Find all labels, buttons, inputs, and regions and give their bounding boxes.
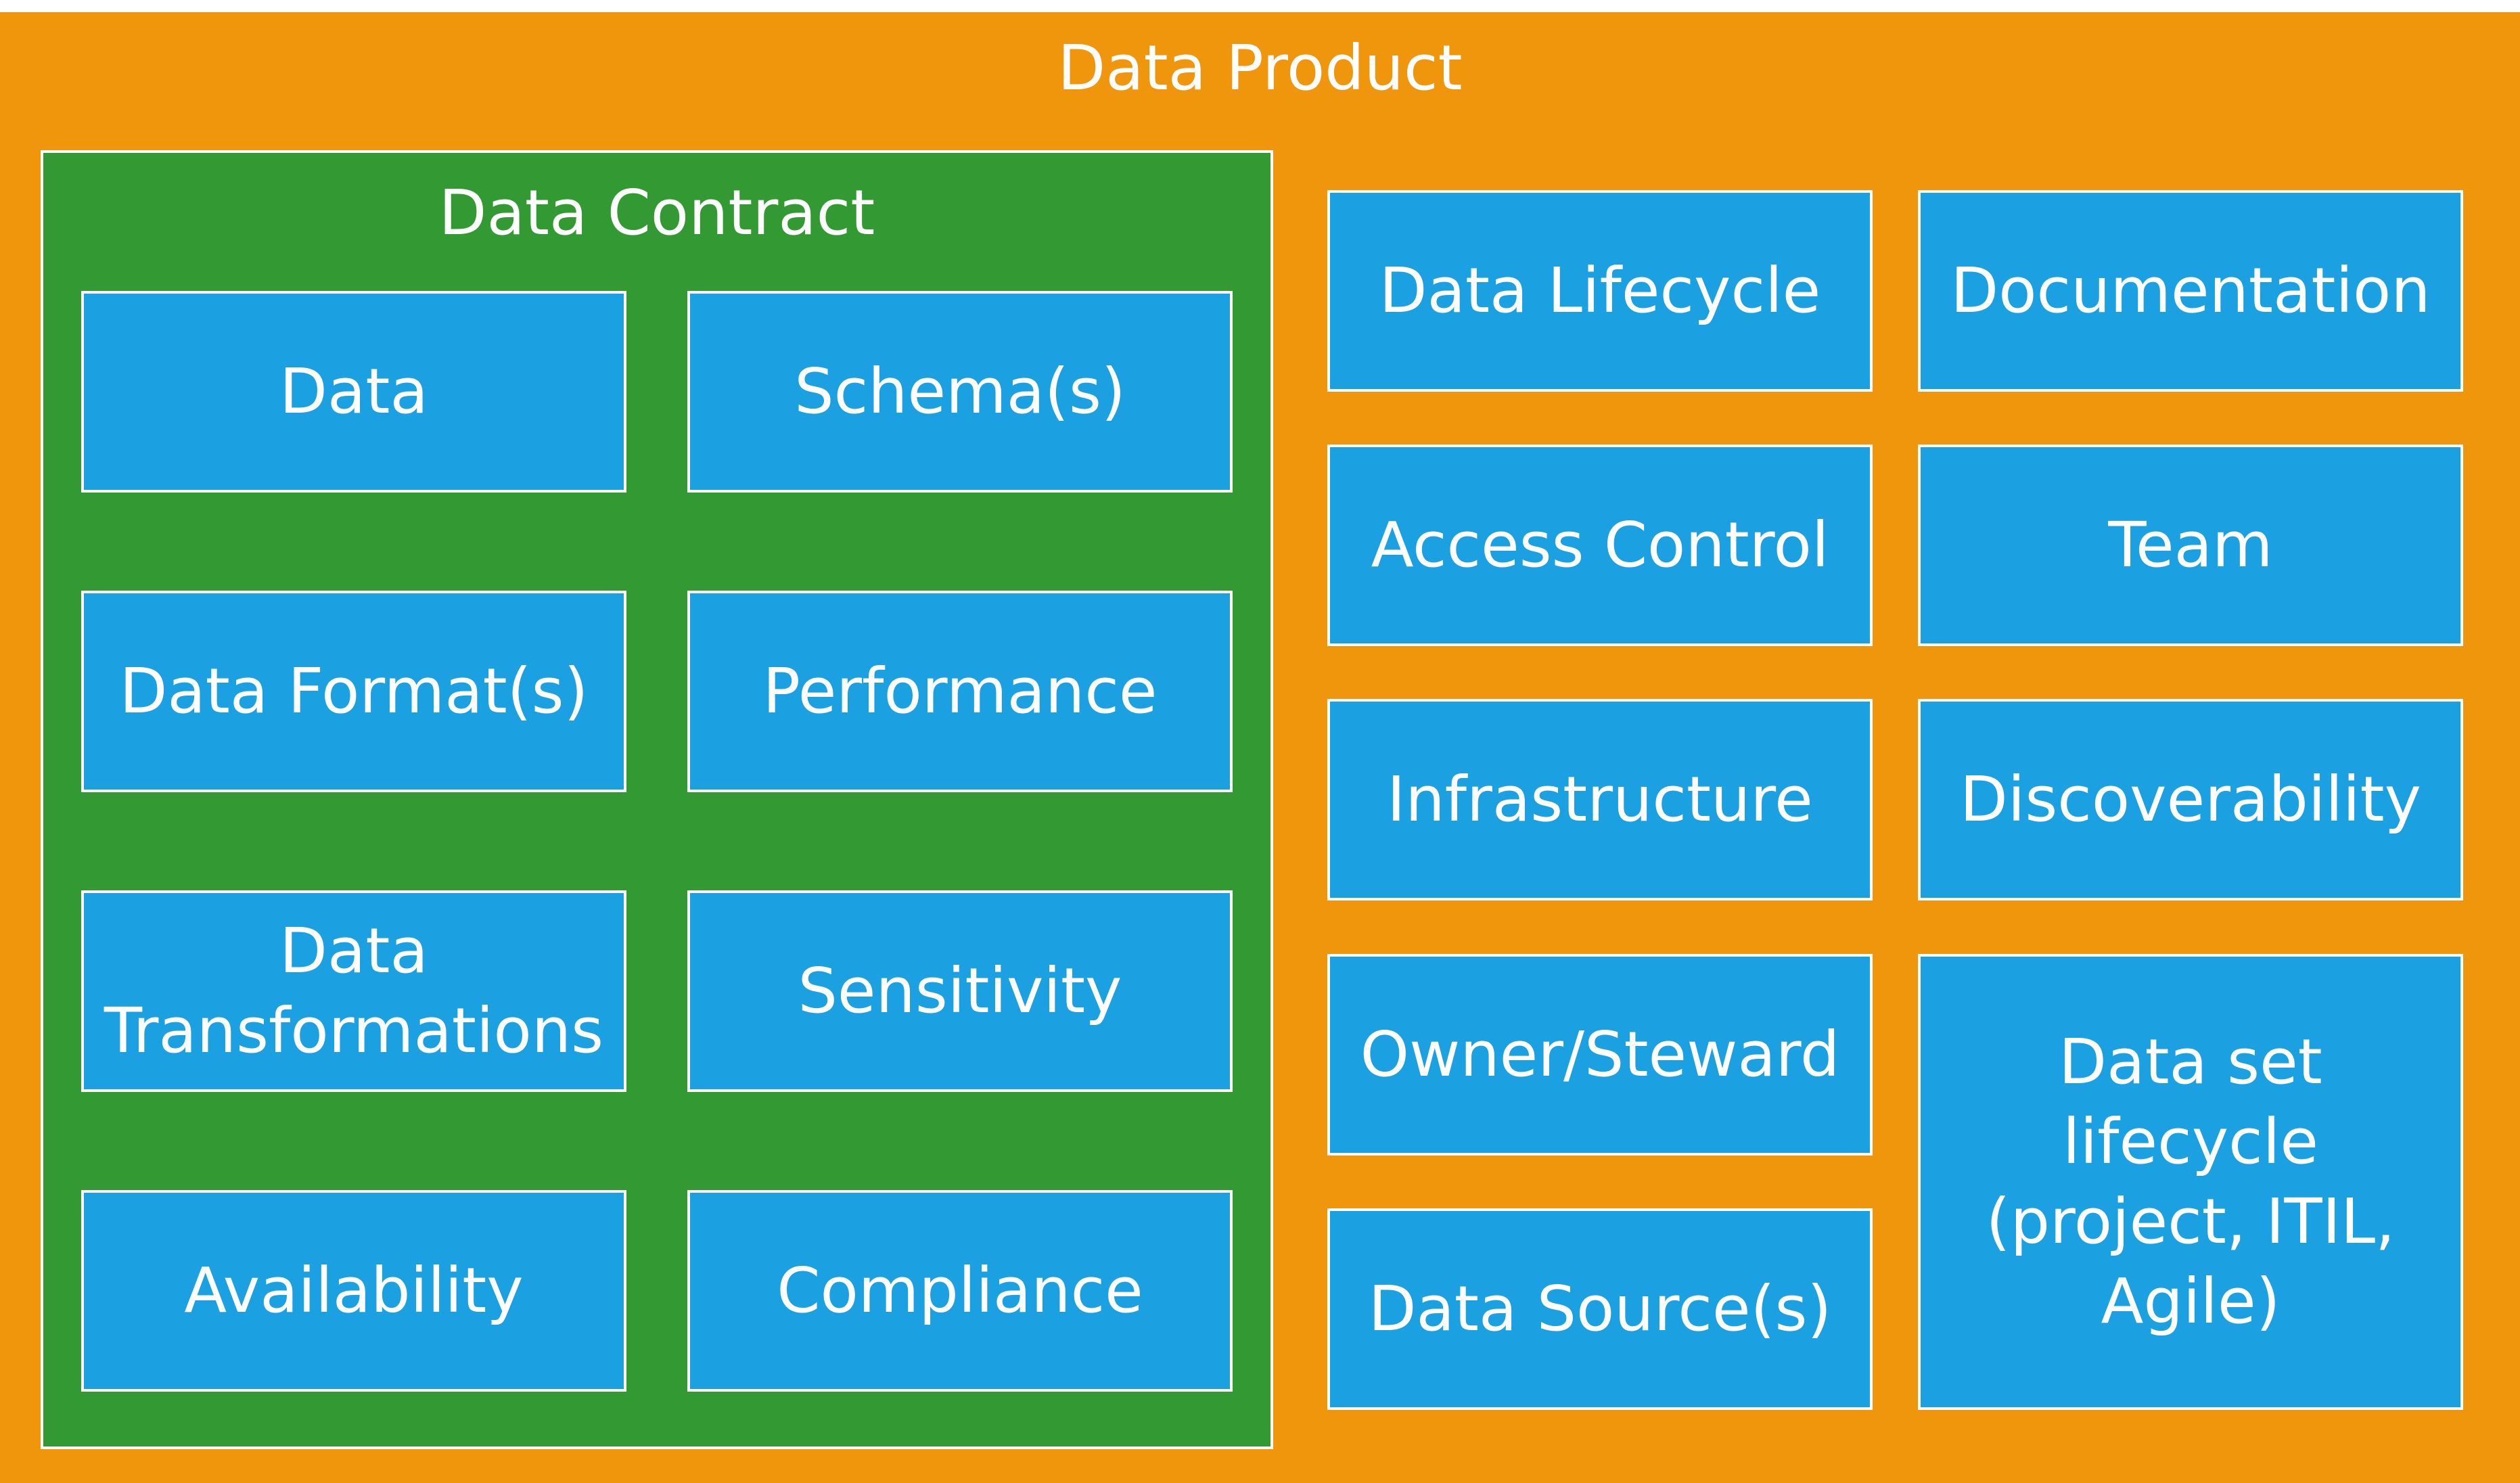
aspect-label: Access Control bbox=[1371, 509, 1829, 581]
aspect-access-control: Access Control bbox=[1327, 444, 1873, 646]
aspect-label: Documentation bbox=[1950, 254, 2431, 327]
aspect-owner-steward: Owner/Steward bbox=[1327, 954, 1873, 1156]
aspect-data-lifecycle: Data Lifecycle bbox=[1327, 190, 1873, 392]
aspect-label: Infrastructure bbox=[1387, 763, 1813, 836]
contract-item-data: Data bbox=[81, 291, 626, 493]
contract-item-performance: Performance bbox=[687, 591, 1233, 792]
aspect-label: Data Source(s) bbox=[1368, 1273, 1832, 1345]
contract-item-schemas: Schema(s) bbox=[687, 291, 1233, 493]
data-product-title: Data Product bbox=[1057, 32, 1463, 104]
aspect-documentation: Documentation bbox=[1918, 190, 2463, 392]
contract-item-label: Data Format(s) bbox=[119, 655, 589, 727]
contract-item-label: Performance bbox=[762, 655, 1158, 727]
aspect-label: Team bbox=[2108, 509, 2273, 581]
data-contract-title: Data Contract bbox=[438, 177, 875, 249]
contract-item-data-formats: Data Format(s) bbox=[81, 591, 626, 792]
aspect-label: Data Lifecycle bbox=[1379, 254, 1821, 327]
data-product-container: Data Product Data Contract Data Schema(s… bbox=[0, 12, 2520, 1483]
contract-item-label: Compliance bbox=[777, 1254, 1143, 1327]
aspect-infrastructure: Infrastructure bbox=[1327, 699, 1873, 900]
aspect-label: Owner/Steward bbox=[1360, 1018, 1840, 1091]
contract-item-label: Sensitivity bbox=[798, 955, 1122, 1027]
contract-item-compliance: Compliance bbox=[687, 1190, 1233, 1392]
aspect-data-sources: Data Source(s) bbox=[1327, 1208, 1873, 1410]
aspect-label: Discoverability bbox=[1959, 763, 2422, 836]
data-contract-container: Data Contract Data Schema(s) Data Format… bbox=[41, 150, 1273, 1449]
aspect-team: Team bbox=[1918, 444, 2463, 646]
contract-item-availability: Availability bbox=[81, 1190, 626, 1392]
contract-item-data-transformations: Data Transformations bbox=[81, 890, 626, 1092]
aspect-discoverability: Discoverability bbox=[1918, 699, 2463, 900]
contract-item-label: Schema(s) bbox=[794, 355, 1126, 428]
contract-item-label: Data Transformations bbox=[104, 915, 604, 1067]
aspect-data-set-lifecycle: Data set lifecycle (project, ITIL, Agile… bbox=[1918, 954, 2463, 1410]
aspect-label: Data set lifecycle (project, ITIL, Agile… bbox=[1986, 1026, 2396, 1338]
contract-item-sensitivity: Sensitivity bbox=[687, 890, 1233, 1092]
contract-item-label: Availability bbox=[184, 1254, 524, 1327]
contract-item-label: Data bbox=[279, 355, 428, 428]
